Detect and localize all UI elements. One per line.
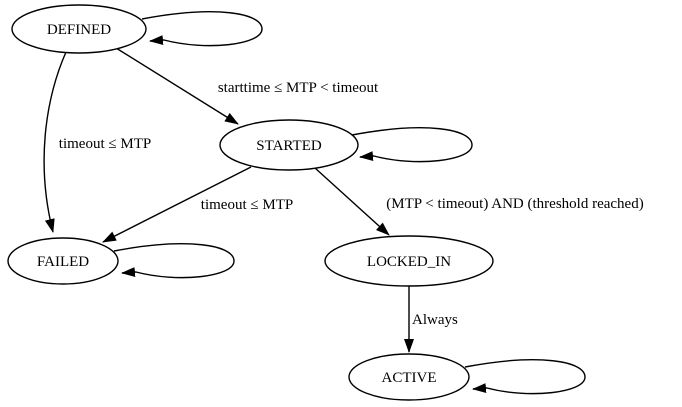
node-started: STARTED — [219, 119, 359, 171]
edge-started-to-locked-in — [314, 167, 390, 236]
node-active: ACTIVE — [348, 353, 470, 401]
edge-label-locked-in-to-active: Always — [412, 312, 458, 328]
node-defined: DEFINED — [11, 4, 147, 54]
node-locked-in-shape — [324, 235, 494, 287]
node-failed-label: FAILED — [37, 254, 89, 270]
node-started-shape — [219, 119, 359, 171]
node-locked-in: LOCKED_IN — [324, 235, 494, 287]
node-active-label: ACTIVE — [382, 370, 437, 386]
edge-label-defined-to-failed: timeout ≤ MTP — [59, 136, 151, 152]
edge-started-self-loop — [351, 127, 473, 163]
node-started-label: STARTED — [256, 138, 322, 154]
node-defined-shape — [11, 4, 147, 54]
edge-label-started-to-locked-in: (MTP < timeout) AND (threshold reached) — [386, 196, 643, 212]
node-defined-label: DEFINED — [47, 22, 111, 38]
edge-defined-to-started — [115, 47, 239, 125]
node-failed-shape — [7, 237, 119, 285]
node-locked-in-label: LOCKED_IN — [367, 254, 451, 270]
edge-label-started-to-failed: timeout ≤ MTP — [201, 197, 293, 213]
edge-defined-to-failed — [43, 51, 67, 233]
node-failed: FAILED — [7, 237, 119, 285]
node-active-shape — [348, 353, 470, 401]
edge-started-to-failed — [102, 166, 252, 243]
edge-active-self-loop — [464, 359, 586, 395]
edge-label-defined-to-started: starttime ≤ MTP < timeout — [218, 80, 379, 96]
edge-defined-self-loop — [141, 11, 263, 47]
edge-failed-self-loop — [113, 243, 235, 279]
